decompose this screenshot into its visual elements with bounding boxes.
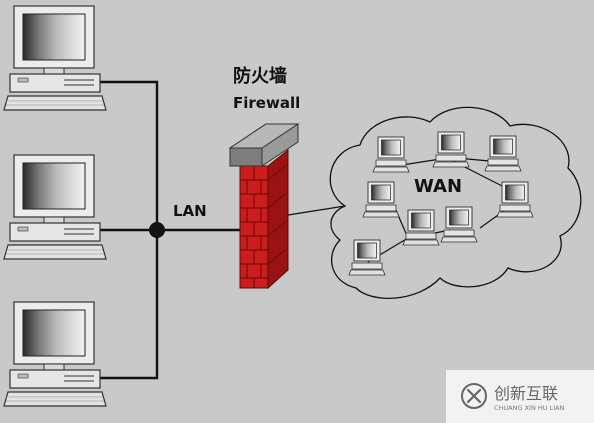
firewall-wan-link [287,205,346,216]
wan-computer [440,206,478,243]
watermark-brand-cn: 创新互联 [494,384,558,403]
lan-computer-middle [3,154,107,260]
watermark: 创新互联 CHUANG XIN HU LIAN [446,370,594,423]
brand-logo-icon [461,383,487,409]
firewall-wall-icon [228,123,300,290]
wan-computer [348,239,386,276]
wan-computer [496,181,534,218]
lan-hub-node [149,222,165,238]
lan-computer-bottom [3,301,107,407]
firewall-title-cn: 防火墙 [233,65,287,87]
watermark-brand-pinyin: CHUANG XIN HU LIAN [494,404,565,412]
wan-label: WAN [414,176,462,197]
firewall-title-en: Firewall [233,94,300,112]
lan-label: LAN [173,202,207,220]
wan-computer [372,136,410,173]
wan-computer [484,135,522,172]
wan-computer [432,131,470,168]
wan-computer [402,209,440,246]
lan-computer-top [3,5,107,111]
wan-computer [362,181,400,218]
lan-wiring [94,80,240,380]
